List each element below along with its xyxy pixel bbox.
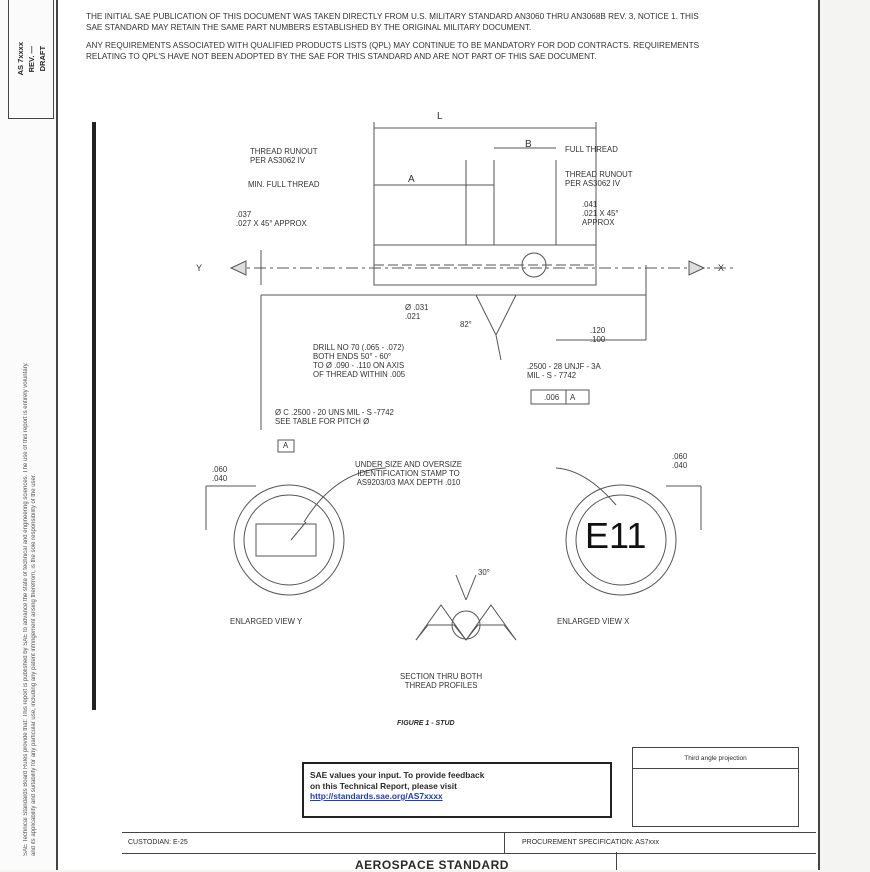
stamp-note: Under size and oversizeidentification st… <box>355 460 463 487</box>
left-margin: AS 7xxxx REV. — DRAFT SAE Technical Stan… <box>0 0 56 870</box>
min-full-thread-label: Min. full thread <box>248 180 320 189</box>
full-thread-label: Full thread <box>565 145 618 154</box>
dim-B-label: B <box>525 139 532 150</box>
legal-line-2: and its applicability and suitability fo… <box>31 473 37 856</box>
footer-right-box <box>616 852 817 870</box>
view-x-label: X <box>718 263 725 273</box>
dim-L-label: L <box>437 111 443 122</box>
projection-title: Third angle projection <box>633 748 798 769</box>
procurement-label: PROCUREMENT SPECIFICATION: AS7xxx <box>522 839 660 846</box>
chamfer-right-label: .041.021 x 45°approx <box>582 200 619 227</box>
feedback-line-2: on this Technical Report, please visit <box>310 780 457 791</box>
enlarged-view-x-label: Enlarged view X <box>557 617 630 626</box>
tolerance-datum: A <box>570 393 576 402</box>
revision-bar <box>92 122 96 710</box>
header-notes: The initial SAE publication of this docu… <box>86 12 706 70</box>
view-y-label: Y <box>196 263 203 273</box>
dim-right-enlarged: .060.040 <box>672 452 688 470</box>
doc-number-text: AS 7xxxx REV. — DRAFT <box>15 42 47 76</box>
feedback-link[interactable]: http://standards.sae.org/AS7xxxx <box>310 791 443 801</box>
e11-stamp: E11 <box>585 515 647 556</box>
legal-line-1: SAE Technical Standards Board Rules prov… <box>23 362 29 856</box>
enlarged-view-y-label: Enlarged view Y <box>230 617 303 626</box>
thread-left-label: ø C .2500 - 20 UNS MIL - S -7742see tabl… <box>275 408 394 426</box>
drawing-sheet <box>56 0 820 870</box>
angle-82-label: 82° <box>460 320 472 329</box>
header-note-1: The initial SAE publication of this docu… <box>86 12 699 32</box>
doc-number-box: AS 7xxxx REV. — DRAFT <box>8 0 54 119</box>
figure-title: FIGURE 1 - STUD <box>397 720 455 727</box>
runout-left-label: Thread runoutper AS3062 IV <box>250 147 318 165</box>
footer-divider <box>504 833 505 853</box>
section-note: Section thru boththread profiles <box>400 672 483 690</box>
footer-row: CUSTODIAN: E-25 PROCUREMENT SPECIFICATIO… <box>122 832 816 854</box>
aerospace-standard-title: AEROSPACE STANDARD <box>355 858 509 872</box>
projection-box: Third angle projection <box>632 747 799 827</box>
legal-notice: SAE Technical Standards Board Rules prov… <box>8 126 52 856</box>
feedback-box: SAE values your input. To provide feedba… <box>302 762 612 818</box>
header-note-2: Any requirements associated with Qualifi… <box>86 41 700 61</box>
dim-left-enlarged: .060.040 <box>212 465 228 483</box>
dim-120-label: .120.100 <box>590 326 606 344</box>
stud-drawing <box>205 122 778 820</box>
datum-A-label: A <box>283 441 289 450</box>
feedback-line-1: SAE values your input. To provide feedba… <box>310 770 485 780</box>
custodian-label: CUSTODIAN: E-25 <box>128 839 188 846</box>
angle-30-label: 30° <box>478 568 490 577</box>
dia-small-label: ø .031.021 <box>405 303 429 321</box>
tolerance-value: .006 <box>544 393 560 402</box>
runout-right-label: Thread runoutper AS3062 IV <box>565 170 633 188</box>
chamfer-left-label: .037.027 x 45° approx <box>236 210 307 228</box>
dim-A-label: A <box>408 174 415 185</box>
drill-note: Drill No 70 (.065 - .072)both ends 50° -… <box>313 343 406 379</box>
